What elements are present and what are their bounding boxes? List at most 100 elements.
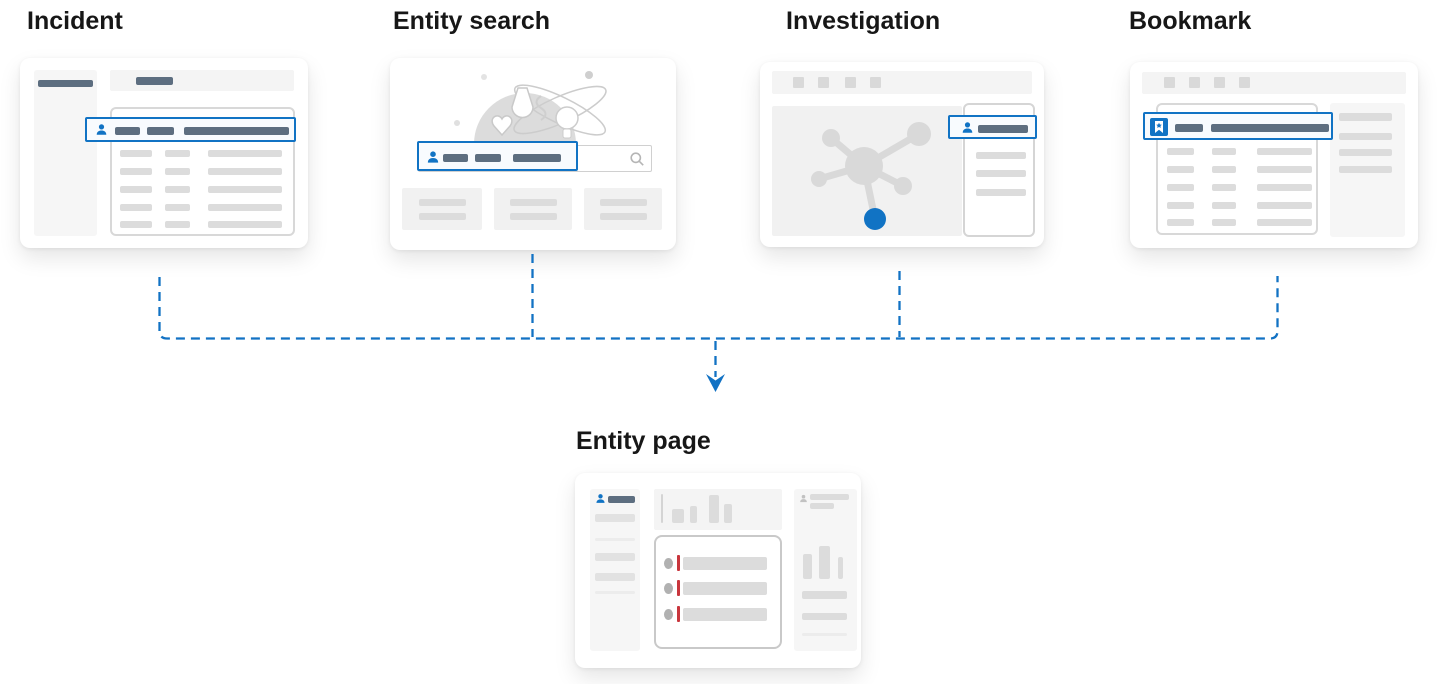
table-cell-bar: [165, 204, 190, 211]
search-icon: [629, 151, 645, 167]
entity-name-bar: [184, 127, 289, 135]
entity-page-card: [575, 473, 861, 668]
bookmark-toolbar: [1142, 72, 1406, 94]
alert-dot: [664, 583, 673, 594]
insight-text-bar: [810, 503, 834, 509]
entity-search-card: [390, 58, 676, 250]
person-icon: [961, 121, 974, 134]
bookmark-heading: Bookmark: [1129, 7, 1252, 35]
entity-name-bar: [443, 154, 468, 162]
side-text-bar: [1339, 166, 1392, 173]
sidebar-title-bar: [38, 80, 93, 87]
arrow-down-icon: [706, 374, 725, 392]
toolbar-button-icon: [1214, 77, 1225, 88]
profile-divider: [595, 591, 635, 594]
graph-node: [822, 129, 840, 147]
result-text-bar: [510, 199, 557, 206]
side-text-bar: [1339, 113, 1392, 121]
insight-chart-bar: [803, 554, 812, 579]
entity-name-bar: [475, 154, 501, 162]
search-result-box: [402, 188, 482, 230]
person-icon: [426, 150, 440, 164]
table-cell-bar: [1257, 184, 1312, 191]
result-text-bar: [419, 213, 466, 220]
alert-text-bar: [683, 608, 767, 621]
investigation-selected-entity-chip: [948, 115, 1037, 139]
table-cell-bar: [1167, 202, 1194, 209]
table-cell-bar: [1167, 184, 1194, 191]
insight-text-bar: [810, 494, 849, 500]
profile-text-bar: [595, 553, 635, 561]
alert-dot: [664, 558, 673, 569]
connector-incident-to-bookmark: [158, 276, 1279, 340]
entity-profile-panel: [590, 489, 640, 651]
table-cell-bar: [208, 186, 282, 193]
entity-name-bar: [115, 127, 140, 135]
entity-name-bar: [608, 496, 635, 503]
result-text-bar: [600, 213, 647, 220]
table-cell-bar: [1212, 148, 1236, 155]
insight-text-bar: [802, 591, 847, 599]
alert-text-bar: [683, 582, 767, 595]
investigation-graph-canvas: [772, 106, 962, 236]
table-cell-bar: [120, 204, 152, 211]
detail-text-bar: [976, 152, 1026, 159]
bookmark-side-panel: [1330, 103, 1405, 237]
table-cell-bar: [1212, 184, 1236, 191]
entity-name-bar: [513, 154, 561, 162]
entity-search-heading: Entity search: [393, 7, 551, 35]
bookmark-card: [1130, 62, 1418, 248]
entity-name-bar: [147, 127, 174, 135]
table-cell-bar: [120, 150, 152, 157]
person-icon: [595, 493, 606, 504]
entity-graph: [811, 122, 931, 230]
incident-selected-entity-row: [85, 117, 296, 142]
search-result-box: [584, 188, 662, 230]
investigation-toolbar: [772, 71, 1032, 94]
table-cell-bar: [1212, 202, 1236, 209]
side-text-bar: [1339, 149, 1392, 156]
graph-node: [907, 122, 931, 146]
table-cell-bar: [208, 150, 282, 157]
chart-bar: [672, 509, 684, 523]
table-cell-bar: [1212, 219, 1236, 226]
table-cell-bar: [208, 221, 282, 228]
search-result-box: [494, 188, 572, 230]
toolbar-button-icon: [1164, 77, 1175, 88]
profile-text-bar: [595, 573, 635, 581]
graph-center-node: [845, 147, 883, 185]
table-cell-bar: [1257, 219, 1312, 226]
entity-name-bar: [978, 125, 1028, 133]
side-text-bar: [1339, 133, 1392, 140]
toolbar-button-icon: [845, 77, 856, 88]
toolbar-button-icon: [1189, 77, 1200, 88]
incident-heading: Incident: [27, 7, 123, 35]
person-icon: [95, 123, 108, 136]
incident-card: [20, 58, 308, 248]
investigation-card: [760, 62, 1044, 247]
table-cell-bar: [120, 168, 152, 175]
table-cell-bar: [208, 168, 282, 175]
detail-text-bar: [976, 189, 1026, 196]
table-cell-bar: [208, 204, 282, 211]
table-cell-bar: [165, 150, 190, 157]
result-text-bar: [600, 199, 647, 206]
insight-text-bar: [802, 613, 847, 620]
bookmark-icon: [1150, 118, 1168, 136]
result-text-bar: [419, 199, 466, 206]
graph-node: [811, 171, 827, 187]
table-cell-bar: [1257, 148, 1312, 155]
chart-axis: [661, 494, 663, 523]
bookmark-name-bar: [1175, 124, 1203, 132]
header-title-bar: [136, 77, 173, 85]
profile-divider: [595, 538, 635, 541]
person-icon: [799, 494, 808, 503]
bookmark-selected-row: [1143, 112, 1333, 140]
table-cell-bar: [165, 168, 190, 175]
incident-header-strip: [110, 70, 294, 91]
insight-chart-bar: [838, 557, 843, 579]
bookmark-name-bar: [1211, 124, 1329, 132]
table-cell-bar: [1257, 166, 1312, 173]
alert-dot: [664, 609, 673, 620]
table-cell-bar: [1212, 166, 1236, 173]
